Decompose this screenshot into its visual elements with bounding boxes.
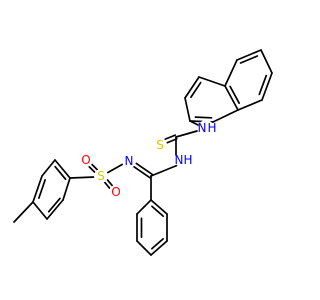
- naphthyl-ring-a-bond: [224, 85, 239, 111]
- phenyl-ring-bond: [136, 240, 152, 256]
- naphthyl-a3-inner: [229, 85, 241, 105]
- naphthyl-ring-b-bond: [184, 76, 200, 99]
- bond-s-o-bottom-a: [103, 181, 111, 190]
- atom-n-imine: N: [122, 154, 136, 168]
- atom-s-thione: S: [153, 138, 167, 152]
- tolyl-ring-bond: [54, 159, 71, 179]
- naphthyl-ring-b-bond: [198, 76, 226, 87]
- tolyl-3-inner: [47, 197, 61, 213]
- bond-s-o-top-b: [87, 165, 96, 174]
- svg-text:N: N: [125, 154, 134, 168]
- tolyl-ring-bond: [62, 177, 71, 201]
- bond-s-tolyl: [69, 176, 96, 179]
- tolyl-1-inner: [54, 165, 67, 181]
- naphthyl-ring-b-bond: [212, 109, 239, 123]
- naphthyl-ring-a-bond: [260, 49, 273, 74]
- phenyl-ring-bond: [150, 199, 168, 215]
- naphthyl-ring-b-bond: [184, 97, 191, 122]
- bond-nh2-c: [150, 164, 179, 177]
- svg-text:H: H: [183, 153, 192, 167]
- atom-nh-imidoyl: N H: [175, 152, 193, 168]
- molecule-structure: S N H N H N S O O: [13, 49, 273, 256]
- atom-o-top: O: [79, 153, 93, 167]
- atom-s-sulfonyl: S: [94, 169, 108, 183]
- tolyl-ring-bond: [41, 159, 56, 177]
- bond-s-o-top-a: [90, 162, 99, 171]
- bond-methyl: [13, 201, 34, 223]
- svg-text:O: O: [111, 185, 120, 199]
- bonds: [13, 49, 273, 256]
- atom-nh-naphthyl: N H: [198, 120, 217, 136]
- naphthyl-ring-a-bond: [224, 59, 238, 87]
- bond-c-nh: [189, 120, 201, 127]
- svg-text:O: O: [81, 153, 90, 167]
- phenyl-3-inner: [151, 205, 165, 218]
- tolyl-ring-bond: [32, 175, 43, 203]
- atom-labels: S N H N H N S O O: [79, 120, 217, 199]
- atom-o-bottom: O: [109, 185, 123, 199]
- naphthyl-ring-a-bond: [236, 49, 262, 61]
- svg-text:H: H: [207, 121, 216, 135]
- phenyl-ring-bond: [136, 199, 152, 215]
- bond-nh-c: [175, 130, 198, 138]
- tolyl-ring-bond: [46, 199, 64, 220]
- naphthyl-b1-inner: [190, 81, 202, 99]
- naphthyl-ring-a-bond: [237, 99, 263, 111]
- bond-c-n-imine-b: [133, 165, 151, 179]
- naphthyl-b2-inner: [194, 116, 213, 119]
- naphthyl-ring-a-bond: [261, 72, 273, 101]
- bond-c-s-thione-a: [164, 134, 177, 140]
- phenyl-ring-bond: [150, 240, 168, 256]
- bond-c-n-imine-a: [135, 162, 153, 176]
- tolyl-2-inner: [37, 179, 47, 199]
- svg-text:S: S: [97, 169, 105, 183]
- svg-text:N: N: [198, 121, 207, 135]
- svg-text:S: S: [156, 138, 164, 152]
- bond-n-s: [106, 163, 124, 174]
- naphthyl-a1-inner: [239, 55, 259, 64]
- bond-s-o-bottom-b: [106, 178, 114, 187]
- tolyl-ring-bond: [32, 201, 48, 220]
- phenyl-2-inner: [151, 238, 164, 250]
- svg-text:N: N: [175, 153, 184, 167]
- naphthyl-a2-inner: [258, 74, 268, 96]
- bond-c-s-thione-b: [165, 138, 178, 144]
